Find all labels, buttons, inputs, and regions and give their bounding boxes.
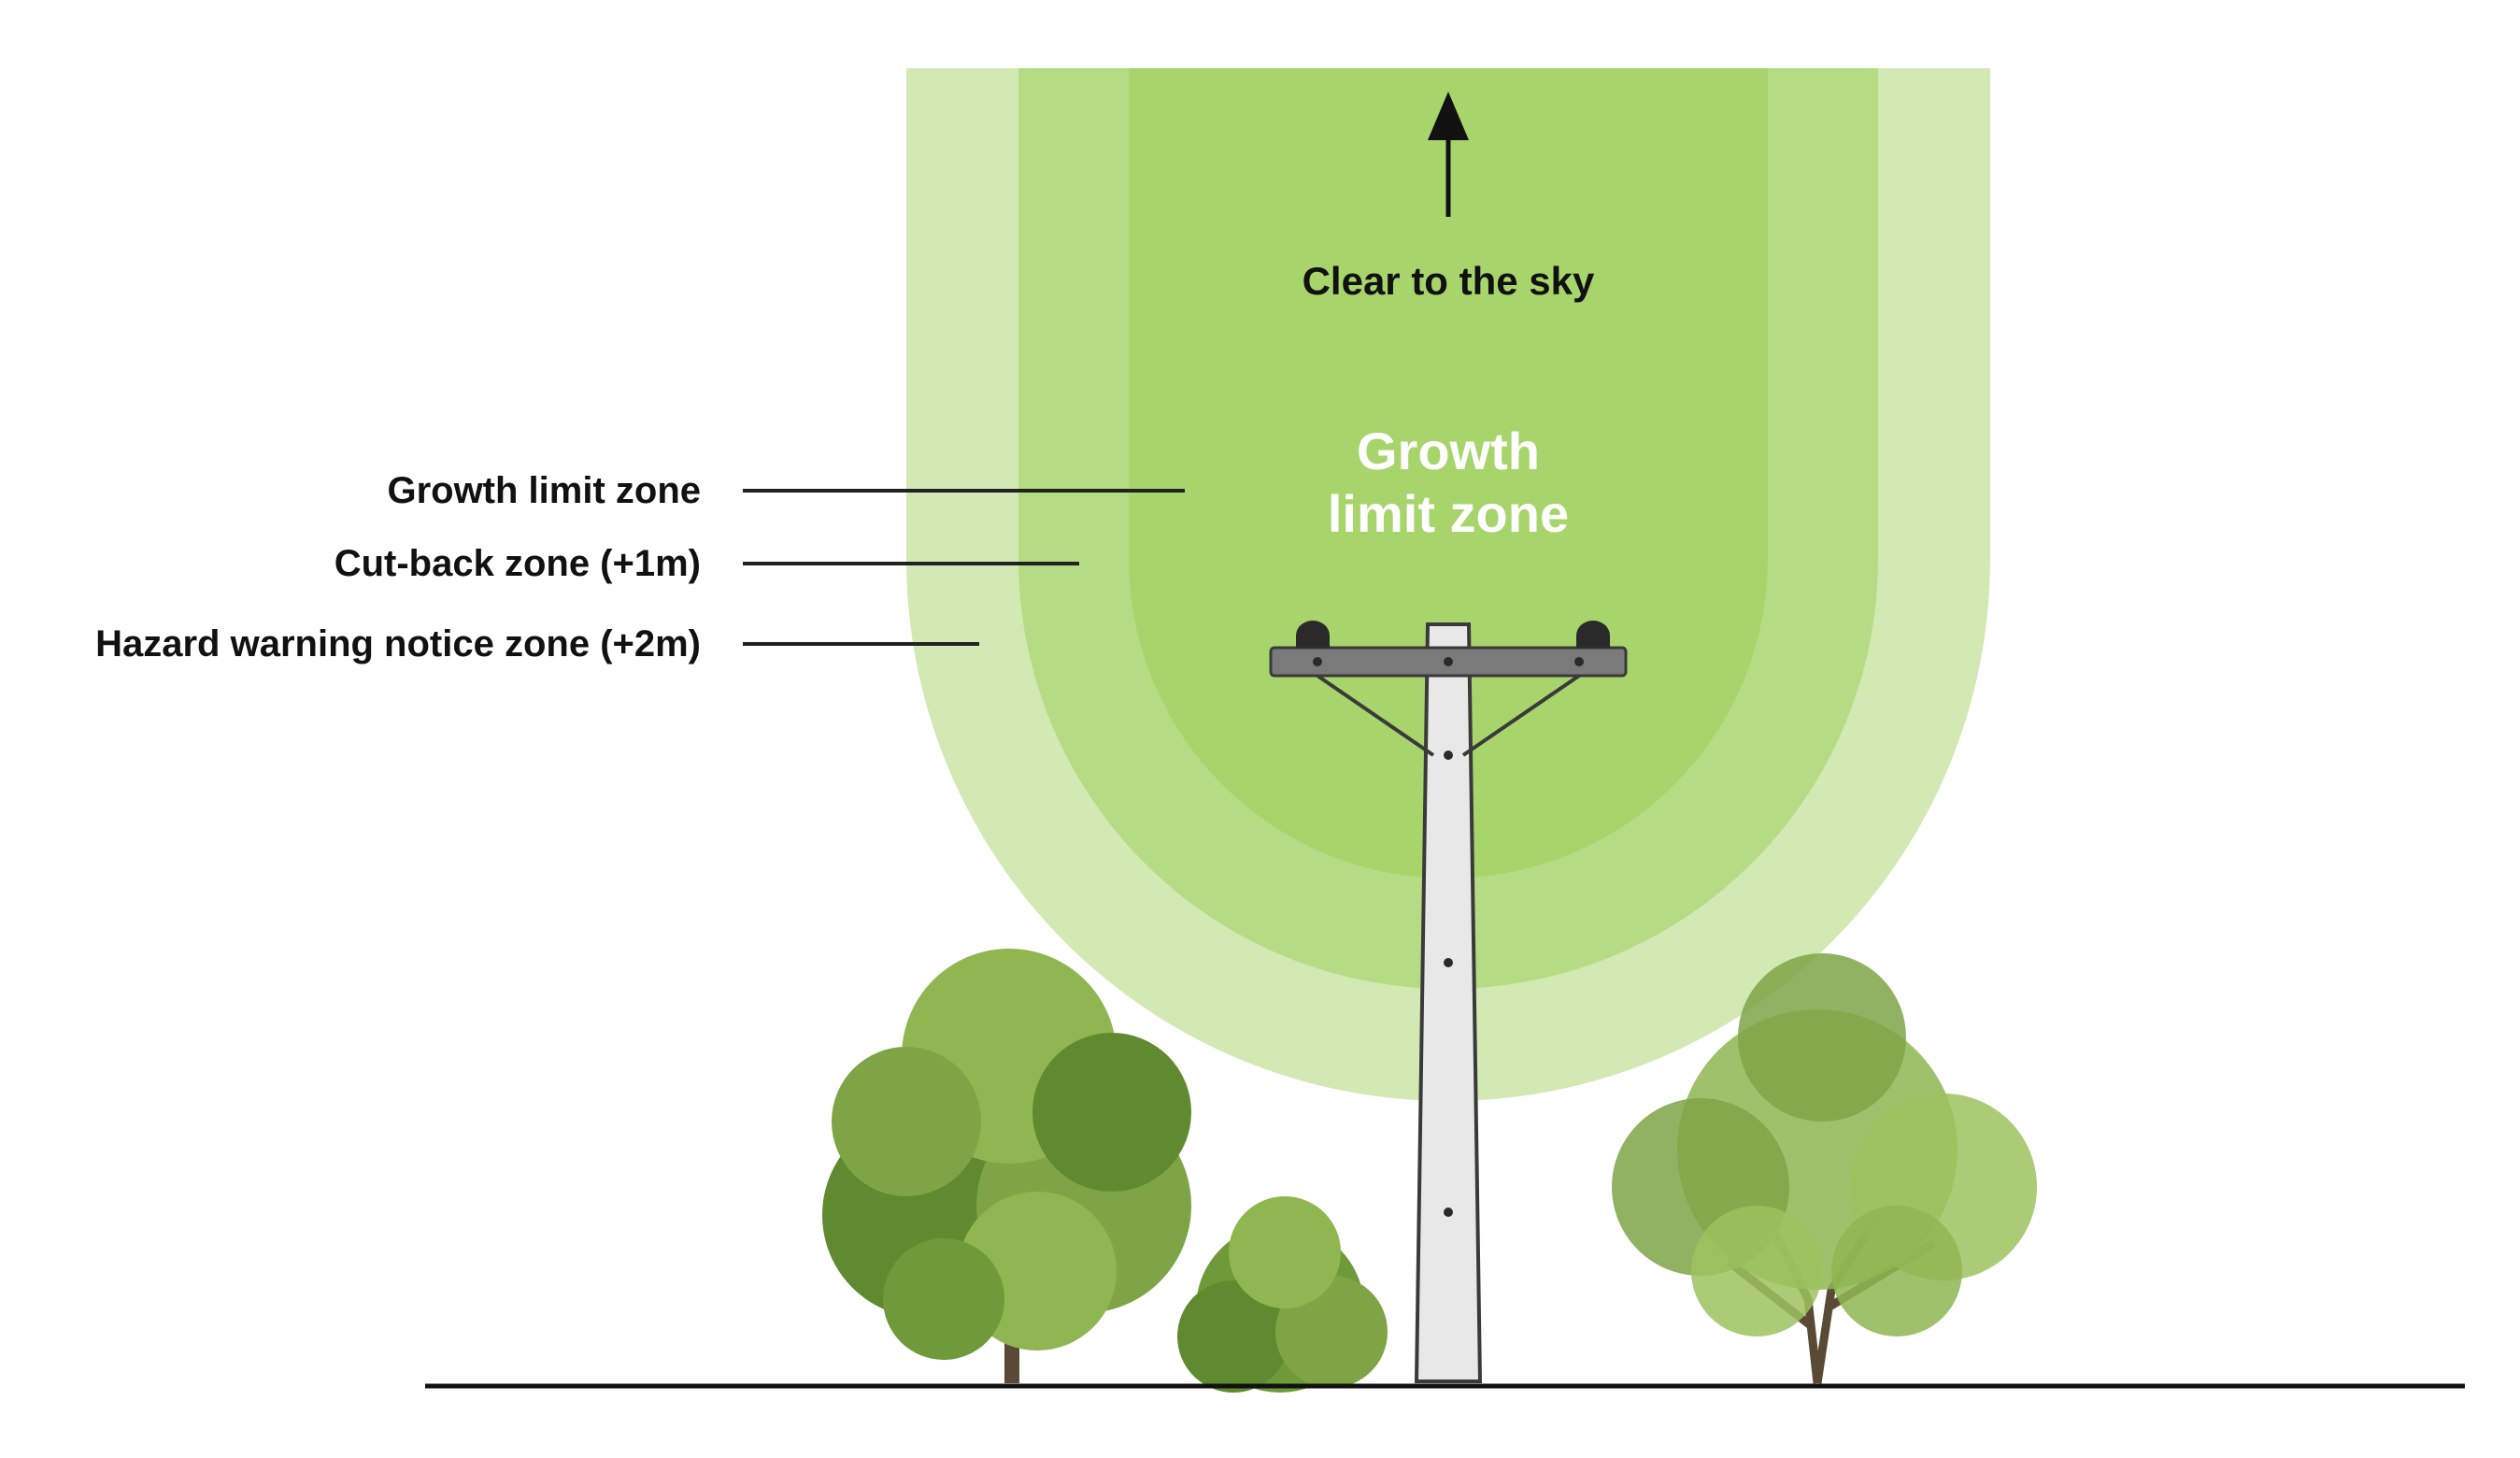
tree-left (822, 949, 1191, 1383)
growth-limit-zone-label: Growth limit zone (387, 470, 701, 511)
cut-back-zone-label: Cut-back zone (+1m) (335, 543, 701, 584)
tree-right (1612, 953, 2037, 1384)
hazard-warning-zone-label: Hazard warning notice zone (+2m) (95, 623, 701, 665)
insulator-right (1576, 621, 1610, 648)
clear-to-sky-label: Clear to the sky (1303, 259, 1595, 303)
pole-shaft (1414, 622, 1483, 1383)
insulator-left (1296, 621, 1330, 648)
up-arrow-icon (1428, 92, 1469, 217)
center-zone-label-line1: Growth (1357, 422, 1540, 480)
utility-pole (1269, 621, 1628, 1383)
tree-small (1177, 1196, 1388, 1393)
center-zone-label-line2: limit zone (1328, 484, 1569, 543)
